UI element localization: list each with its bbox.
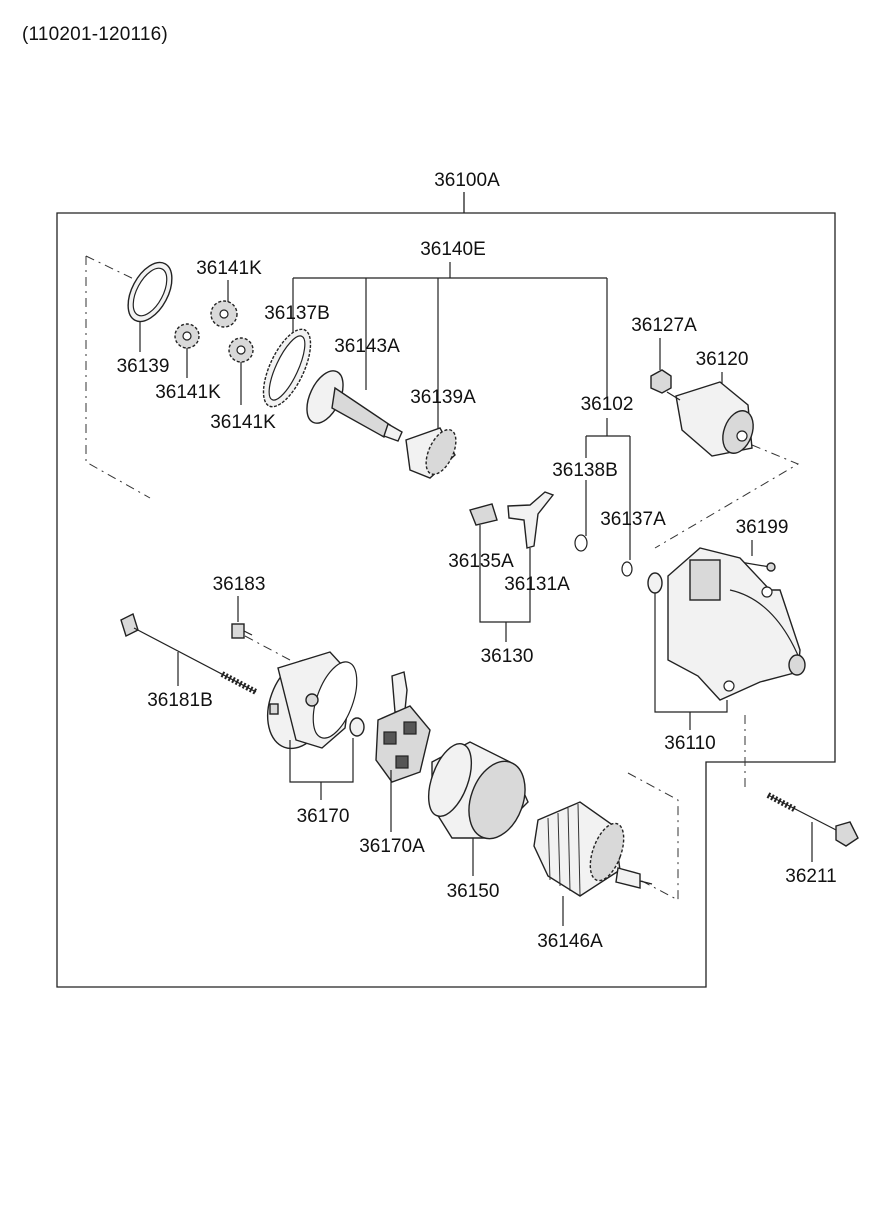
guide-line-armature [627, 772, 679, 901]
armature-36146A [533, 801, 653, 897]
planet-gear-36141K-mid [174, 323, 200, 349]
label-36181B: 36181B [147, 690, 213, 711]
overrunning-clutch-36139A [405, 427, 457, 479]
leader-36110 [654, 593, 728, 730]
label-36143A: 36143A [334, 336, 400, 357]
yoke-assembly-36150 [427, 741, 529, 840]
washer-36138B [574, 534, 588, 552]
rear-cover-36170 [267, 651, 358, 750]
label-36131A: 36131A [504, 574, 570, 595]
leader-36102 [585, 418, 631, 560]
date-range-header: (110201-120116) [22, 24, 168, 45]
label-36183: 36183 [213, 574, 266, 595]
bolt-36183 [231, 623, 253, 639]
label-36141K-low: 36141K [210, 412, 276, 433]
label-36170A: 36170A [359, 836, 425, 857]
o-ring-36137A [621, 561, 633, 577]
guide-line-right [654, 444, 800, 549]
label-36137A: 36137A [600, 509, 666, 530]
label-36130: 36130 [481, 646, 534, 667]
through-bolt-36181B [120, 613, 258, 695]
planet-gear-36141K-top [210, 300, 238, 328]
planet-gear-36141K-low [228, 337, 254, 363]
label-36141K-mid: 36141K [155, 382, 221, 403]
internal-gear-36137B [262, 328, 312, 408]
pinion-shaft-36143A [306, 370, 403, 442]
label-36146A: 36146A [537, 931, 603, 952]
label-36137B: 36137B [264, 303, 330, 324]
guide-line-left [85, 256, 151, 499]
guide-line-left-top [85, 255, 141, 283]
plate-36135A [469, 503, 498, 526]
shift-lever-36131A [507, 491, 555, 549]
front-housing-36110 [667, 547, 806, 701]
label-36141K-top: 36141K [196, 258, 262, 279]
label-36170: 36170 [297, 806, 350, 827]
brush-holder-36170A [375, 671, 431, 783]
label-36140E: 36140E [420, 239, 486, 260]
bushing-36110 [647, 572, 663, 594]
label-36199: 36199 [736, 517, 789, 538]
label-36150: 36150 [447, 881, 500, 902]
nut-36127A [650, 369, 672, 394]
label-36135A: 36135A [448, 551, 514, 572]
label-36127A: 36127A [631, 315, 697, 336]
leader-36170 [289, 738, 354, 800]
leader-36140E [292, 262, 608, 430]
label-36139: 36139 [117, 356, 170, 377]
label-36102: 36102 [581, 394, 634, 415]
label-36120: 36120 [696, 349, 749, 370]
guide-line-bolt [244, 635, 291, 661]
label-36138B: 36138B [552, 460, 618, 481]
assembly-frame [56, 192, 836, 988]
label-36110: 36110 [664, 733, 715, 754]
leader-36130 [479, 525, 531, 642]
bolt-36211 [766, 792, 859, 847]
label-36139A: 36139A [410, 387, 476, 408]
seal-ring-36139 [127, 261, 173, 323]
label-36211: 36211 [785, 866, 836, 887]
bushing-36170 [349, 717, 365, 737]
label-36100A: 36100A [434, 170, 500, 191]
magnetic-switch-36120 [666, 381, 754, 457]
